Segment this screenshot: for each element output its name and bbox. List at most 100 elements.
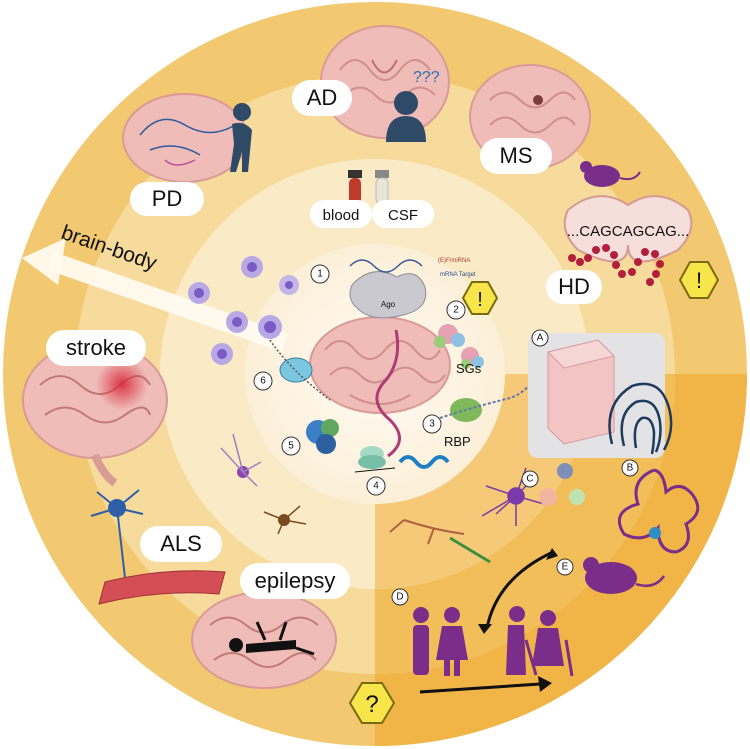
mirna-strand xyxy=(349,259,423,273)
tissue-cube-icon xyxy=(547,339,615,445)
number-badge: 4 xyxy=(366,476,386,496)
mirna-label: (E)F/miRNA xyxy=(438,258,470,264)
letter-badge: A xyxy=(531,329,549,347)
ribosome-icon xyxy=(354,446,396,473)
person-icon xyxy=(386,91,426,142)
ago-label: Ago xyxy=(381,300,396,309)
ad-label: AD xyxy=(307,85,338,110)
neuron-icon xyxy=(220,433,262,487)
brain-coronal-icon xyxy=(563,195,693,263)
rna-strand xyxy=(375,329,401,458)
epilepsy-label: epilepsy xyxy=(255,568,336,593)
warning-hexagon-icon: ! xyxy=(461,281,499,315)
question-symbol: ? xyxy=(365,691,378,718)
immune-cell-icon xyxy=(539,463,585,506)
step-numbers: 1 2 3 4 5 6 xyxy=(253,264,466,496)
number-badge: 2 xyxy=(446,300,466,320)
number-badge: 5 xyxy=(281,436,301,456)
rbp-icon xyxy=(439,377,536,422)
muscle-icon xyxy=(98,570,226,605)
csf-pill xyxy=(372,200,434,228)
letter-badge: D xyxy=(391,588,409,606)
pd-group: PD xyxy=(122,93,252,216)
letter-badge: B xyxy=(621,459,639,477)
time-arrow xyxy=(419,682,541,694)
mouse-icon xyxy=(580,161,641,187)
warning-symbol: ! xyxy=(696,268,702,293)
number-badge: 1 xyxy=(310,264,330,284)
double-arrow xyxy=(485,550,554,629)
als-label: ALS xyxy=(160,531,202,556)
brain-icon xyxy=(122,93,248,183)
dna-icon xyxy=(269,339,331,401)
svg-text:D: D xyxy=(396,592,403,603)
pd-label: PD xyxy=(152,186,183,211)
microglia-icon xyxy=(481,467,545,526)
neuron-icon xyxy=(263,505,307,535)
parkinson-figure-icon xyxy=(230,103,252,172)
ms-group: MS xyxy=(469,64,591,174)
brain-icon xyxy=(320,25,450,139)
letter-badge: C xyxy=(521,470,539,488)
stress-granules-icon xyxy=(434,324,484,369)
couple-icon xyxy=(413,607,468,676)
svg-text:B: B xyxy=(627,463,634,474)
hairpin-rna-icon xyxy=(617,468,700,554)
letter-badges: A B C D E xyxy=(391,329,639,606)
als-group: ALS xyxy=(90,489,226,605)
samples-group: blood CSF xyxy=(310,170,434,228)
svg-text:E: E xyxy=(562,562,569,573)
svg-text:2: 2 xyxy=(453,305,459,316)
stroke-pill xyxy=(46,330,146,366)
question-marks: ??? xyxy=(413,69,440,86)
mrna-target-label: mRNA Target xyxy=(440,272,476,278)
ms-pill xyxy=(480,138,552,174)
elderly-couple-icon xyxy=(506,606,574,677)
hd-group: ...CAGCAGCAG... HD ! xyxy=(546,161,720,304)
csf-label: CSF xyxy=(388,207,418,224)
number-badge: 6 xyxy=(253,371,273,391)
number-badge: 3 xyxy=(422,414,442,434)
core-content: Ago (E)F/miRNA mRNA Target SGs ! RBP xyxy=(269,258,536,473)
ad-group: ??? AD xyxy=(292,25,450,142)
question-hexagon-icon: ? xyxy=(348,682,396,724)
neuron-pair-icon xyxy=(389,519,491,564)
translated-chain xyxy=(398,455,450,469)
immune-cells xyxy=(188,256,299,365)
svg-text:A: A xyxy=(537,333,544,344)
epilepsy-group: epilepsy xyxy=(191,563,350,689)
sgs-label: SGs xyxy=(456,361,482,376)
blood-label: blood xyxy=(323,207,360,224)
svg-text:C: C xyxy=(526,474,533,485)
hd-repeat-label: ...CAGCAGCAG... xyxy=(567,223,690,240)
quadrant-content: ? xyxy=(348,333,700,724)
brain-icon xyxy=(309,316,451,414)
svg-text:6: 6 xyxy=(260,376,266,387)
svg-text:5: 5 xyxy=(288,441,294,452)
epilepsy-pill xyxy=(240,563,350,599)
blood-pill xyxy=(310,200,372,228)
ago-protein-icon: Ago xyxy=(349,271,427,319)
stroke-group: stroke xyxy=(22,330,168,487)
protein-complex-icon xyxy=(306,419,339,454)
hd-label: HD xyxy=(558,274,590,299)
stroke-label: stroke xyxy=(66,335,126,360)
blood-tube-icon xyxy=(348,170,362,204)
neuron-icon xyxy=(90,489,144,579)
rbp-label: RBP xyxy=(444,434,471,449)
letter-badge: E xyxy=(556,558,574,576)
svg-text:1: 1 xyxy=(317,269,323,280)
protein-chain-icon xyxy=(568,244,664,286)
fingerprint-icon xyxy=(608,382,673,455)
warning-hexagon-icon: ! xyxy=(678,261,720,299)
mouse-icon xyxy=(583,557,666,594)
als-pill xyxy=(140,526,222,562)
svg-text:3: 3 xyxy=(429,419,435,430)
seizure-figure-icon xyxy=(229,621,315,656)
csf-tube-icon xyxy=(375,170,389,205)
brain-icon xyxy=(22,341,168,487)
ad-pill xyxy=(292,80,352,116)
svg-text:4: 4 xyxy=(373,481,379,492)
pd-pill xyxy=(130,182,204,216)
